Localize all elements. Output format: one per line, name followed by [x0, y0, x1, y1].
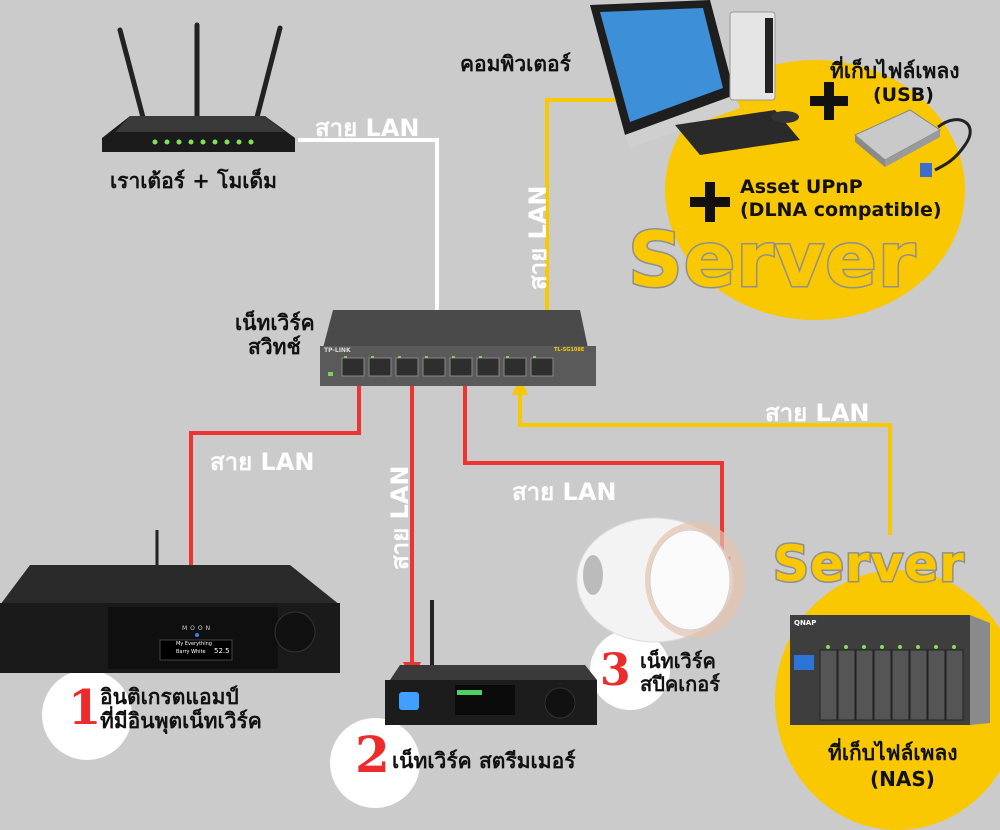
cable-nas-switch [518, 390, 892, 535]
amp-screen-line1: My Everything [176, 641, 212, 647]
nas-icon: QNAP [790, 615, 995, 730]
speaker-label-2: สปีคเกอร์ [640, 672, 720, 696]
computer-label: คอมพิวเตอร์ [460, 52, 571, 76]
cable-computer-switch [545, 98, 620, 350]
server-label-nas: Server [772, 534, 966, 595]
plus-icon-usb [810, 82, 848, 120]
router-label: เราเต้อร์ + โมเด็ม [110, 169, 277, 193]
lan-label-nas: สาย LAN [765, 399, 870, 427]
lan-label-computer: สาย LAN [524, 185, 552, 291]
cable-switch-speaker [463, 385, 724, 560]
cable-switch-amp [189, 385, 361, 568]
usb-storage-label-2: (USB) [873, 84, 934, 106]
arrow-nas-switch [512, 378, 528, 395]
upnp-label-1: Asset UPnP [740, 176, 863, 198]
lan-label-speaker: สาย LAN [512, 478, 617, 506]
upnp-label-2: (DLNA compatible) [740, 199, 942, 221]
number-circle-2 [330, 718, 420, 808]
speaker-label-1: เน็ทเวิร์ค [640, 649, 716, 673]
number-3: 3 [600, 645, 631, 696]
number-circle-1 [42, 670, 132, 760]
switch-model: TL-SG108E [554, 347, 585, 353]
amp-screen-line2: Barry White [176, 649, 206, 655]
streamer-label: เน็ทเวิร์ค สตรีมเมอร์ [392, 749, 576, 773]
amp-volume: 52.5 [214, 647, 230, 655]
network-switch-icon: TP-LINK TL-SG108E [318, 308, 598, 388]
amp-label-2: ที่มีอินพุตเน็ทเวิร์ค [100, 709, 262, 733]
network-speaker-icon [575, 515, 750, 650]
usb-storage-label-1: ที่เก็บไฟล์เพลง [830, 59, 960, 83]
router-icon [90, 10, 300, 160]
integrated-amp-icon: MOON My Everything Barry White 52.5 [0, 525, 340, 675]
amp-brand: MOON [182, 625, 214, 632]
switch-label-2: สวิทช์ [248, 335, 301, 359]
lan-label-amp: สาย LAN [210, 448, 315, 476]
lan-label-router: สาย LAN [315, 114, 420, 142]
number-1: 1 [68, 680, 102, 736]
desktop-computer-icon [585, 0, 835, 160]
number-circle-3 [590, 630, 670, 710]
cable-router-switch [298, 138, 439, 362]
lan-label-streamer: สาย LAN [386, 465, 414, 571]
plus-icon-upnp [690, 182, 730, 222]
amp-label-1: อินติเกรตแอมป์ [100, 685, 239, 709]
number-2: 2 [355, 725, 390, 784]
network-streamer-icon [385, 595, 600, 730]
switch-brand: TP-LINK [324, 347, 351, 354]
switch-label-1: เน็ทเวิร์ค [235, 311, 315, 335]
external-hdd-icon [850, 105, 990, 180]
server-label-top: Server [626, 214, 917, 306]
nas-brand: QNAP [794, 619, 817, 627]
nas-label-2: (NAS) [870, 767, 935, 791]
nas-label-1: ที่เก็บไฟล์เพลง [828, 741, 958, 765]
